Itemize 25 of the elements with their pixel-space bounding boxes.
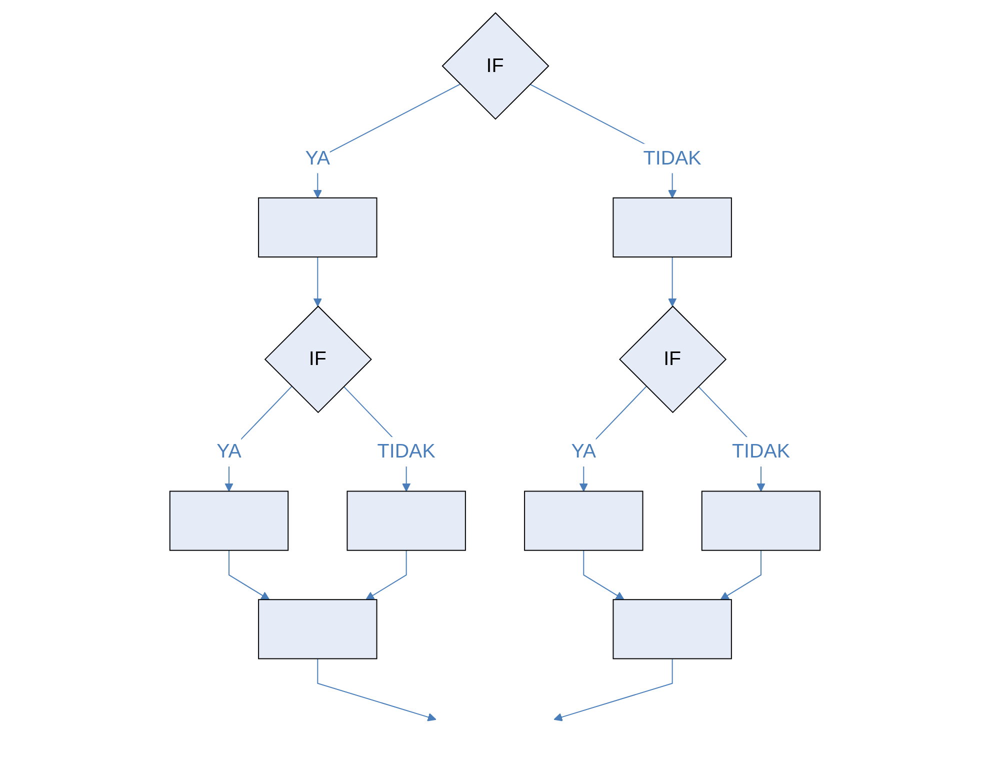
node-box [612, 196, 732, 257]
arrow [554, 658, 673, 721]
arrow [668, 256, 677, 306]
arrow [720, 549, 762, 600]
node-box [346, 490, 466, 550]
edge-label: YA [216, 440, 242, 462]
node-diamond: IF [619, 305, 727, 413]
node-box [258, 598, 378, 659]
arrow [313, 256, 322, 306]
node-box [169, 490, 289, 550]
node-box [258, 196, 378, 257]
node-box [612, 598, 732, 659]
arrow [317, 658, 436, 721]
arrow [366, 549, 407, 600]
edge-label: TIDAK [643, 147, 702, 169]
arrow [583, 549, 624, 600]
edge-label: YA [305, 147, 330, 169]
node-diamond: IF [264, 305, 372, 413]
node-diamond: IF [442, 12, 550, 120]
node-box [701, 490, 821, 550]
edge-label: YA [571, 440, 596, 462]
node-box [524, 490, 644, 550]
edge-label: TIDAK [732, 440, 790, 462]
arrow [228, 549, 270, 600]
edge-label: TIDAK [377, 440, 436, 462]
